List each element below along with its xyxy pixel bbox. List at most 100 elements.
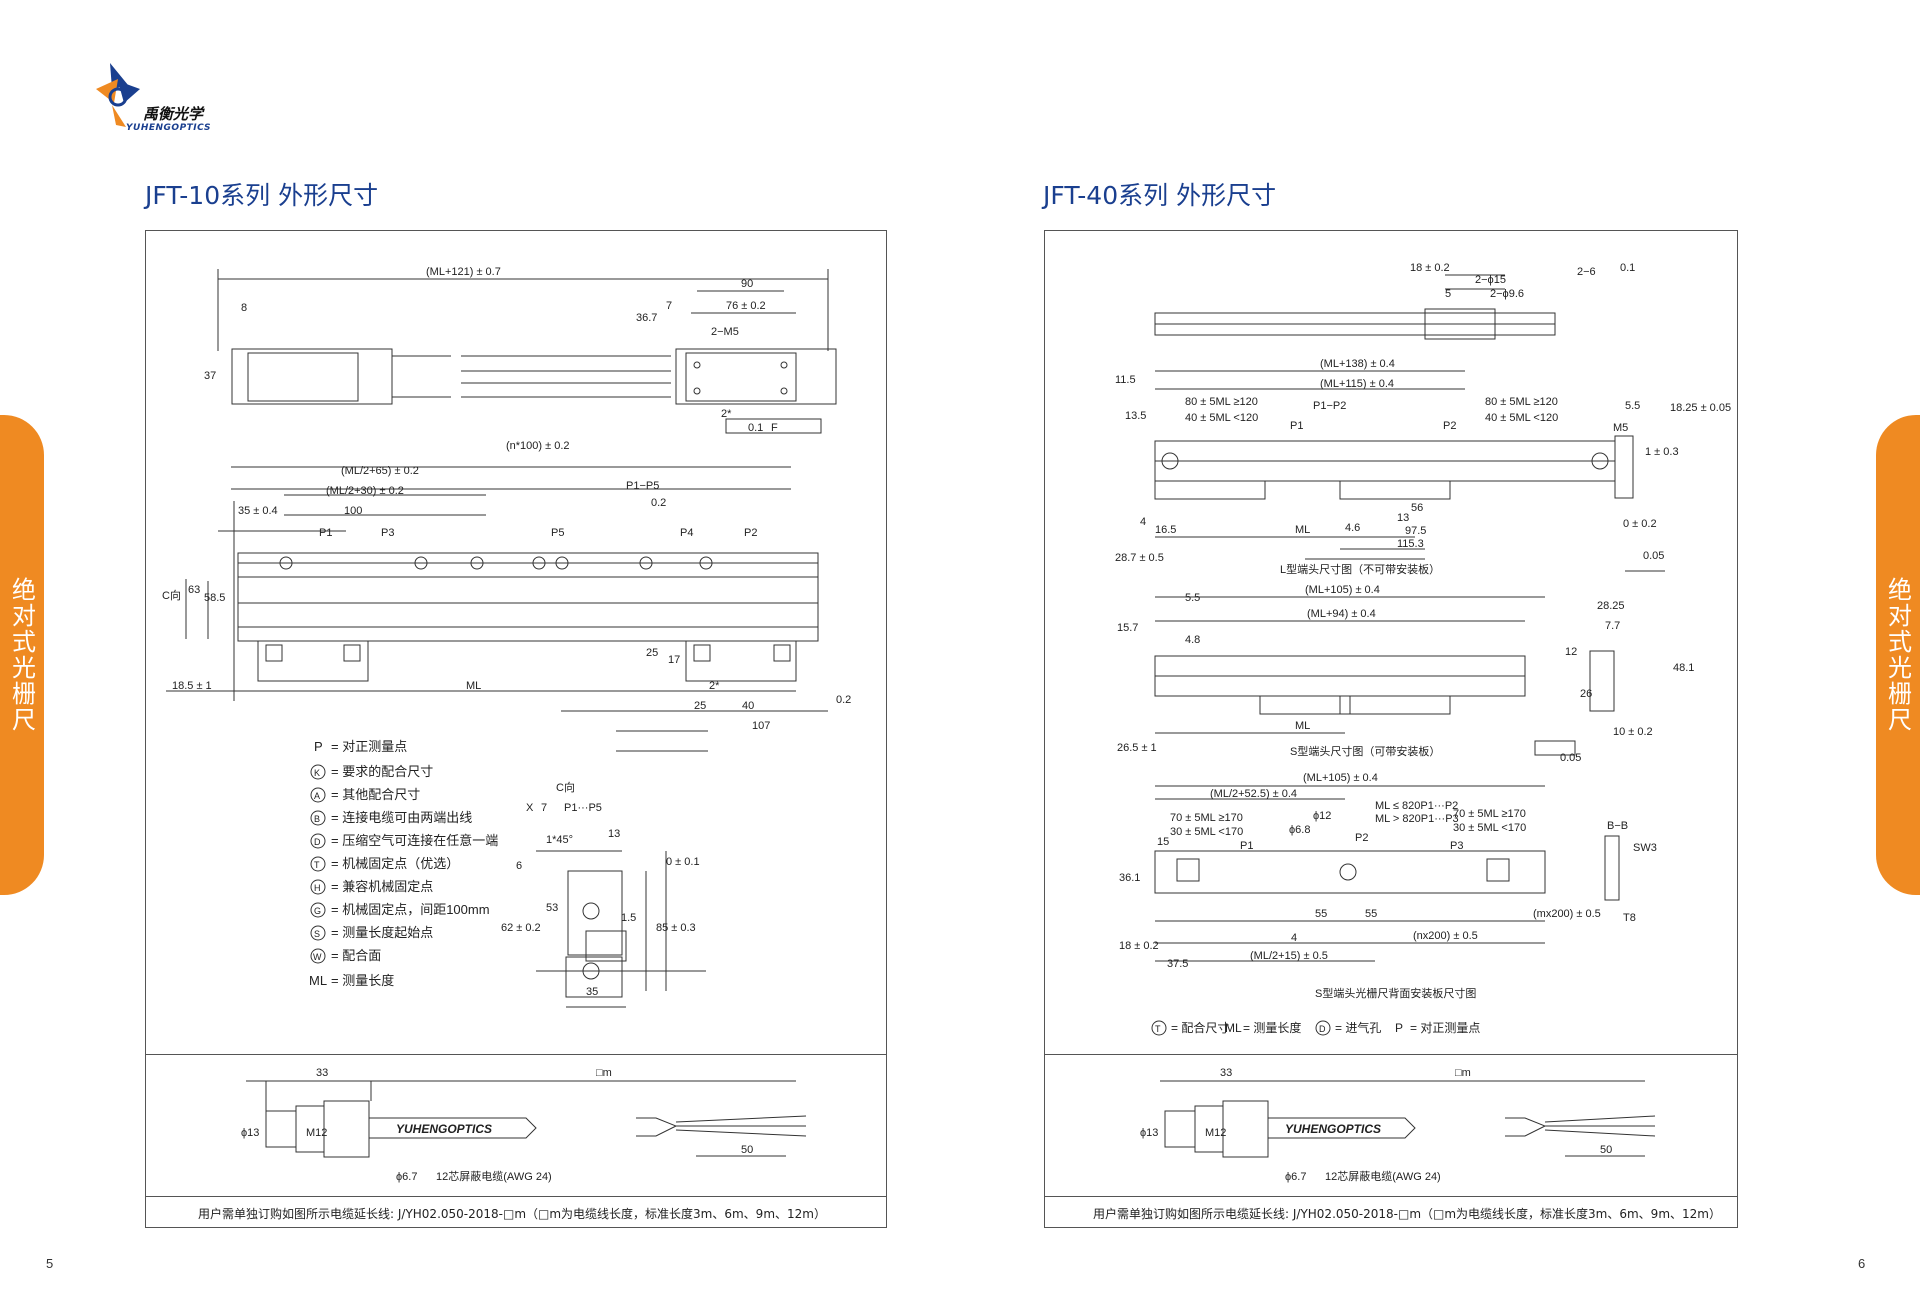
r-t8: T8 — [1623, 912, 1636, 924]
r-dim-1-03: 1 ± 0.3 — [1645, 446, 1679, 458]
svg-text:= 对正测量点: = 对正测量点 — [331, 739, 407, 754]
label-p4: P4 — [680, 527, 693, 539]
jft10-main-drawing: (ML+121) ± 0.7 8 90 76 ± 0.2 7 36.7 2−M5… — [162, 266, 851, 1008]
svg-text:ML: ML — [309, 973, 327, 988]
r-cable-phi13: ϕ13 — [1140, 1127, 1158, 1139]
r-dim-97-5: 97.5 — [1405, 525, 1426, 537]
r-dim-0-05: 0.05 — [1643, 550, 1664, 562]
svg-text:T: T — [1155, 1024, 1161, 1034]
svg-text:= 兼容机械固定点: = 兼容机械固定点 — [331, 879, 433, 894]
jft40-main-drawing: 18 ± 0.2 5 2−ϕ15 2−ϕ9.6 2−6 0.1 (ML+138)… — [1115, 262, 1731, 1036]
page-number-right: 6 — [1858, 1256, 1866, 1271]
r-p2: P2 — [1443, 420, 1456, 432]
r-dim-55b: 55 — [1365, 908, 1377, 920]
side-tab-right: 绝对式光栅尺 — [1876, 415, 1920, 895]
dim-100: 100 — [344, 505, 362, 517]
r-dim-phi15: 2−ϕ15 — [1475, 274, 1506, 286]
r-sw3: SW3 — [1633, 842, 1657, 854]
dim-62: 62 ± 0.2 — [501, 922, 541, 934]
r-tol-01: 0.1 — [1620, 262, 1635, 274]
r-dim-ml105: (ML+105) ± 0.4 — [1305, 584, 1380, 596]
r-dim-ml: ML — [1295, 524, 1310, 536]
dim-37: 37 — [204, 370, 216, 382]
dim-35: 35 ± 0.4 — [238, 505, 278, 517]
svg-text:D: D — [314, 837, 321, 847]
dim-x7: 7 — [541, 802, 547, 814]
r-phi12: ϕ12 — [1313, 810, 1331, 822]
dim-25b: 25 — [694, 700, 706, 712]
r-dim-28-7: 28.7 ± 0.5 — [1115, 552, 1164, 564]
svg-text:= 连接电缆可由两端出线: = 连接电缆可由两端出线 — [331, 810, 472, 825]
dim-ml: ML — [466, 680, 481, 692]
dim-1-5: 1.5 — [621, 912, 636, 924]
svg-text:T: T — [314, 860, 320, 870]
dim-ml2-65: (ML/2+65) ± 0.2 — [341, 465, 419, 477]
r-cap1: L型端头尺寸图（不可带安装板） — [1280, 562, 1440, 576]
dim-36-7: 36.7 — [636, 312, 657, 324]
page-number-left: 5 — [46, 1256, 54, 1271]
brand-name-cn: 禹衡光学 — [143, 105, 204, 123]
r-dim-30-170: 30 ± 5ML <170 — [1170, 826, 1243, 838]
svg-text:= 压缩空气可连接在任意一端: = 压缩空气可连接在任意一端 — [331, 833, 498, 848]
dim-63: 63 — [188, 584, 200, 596]
r-dim-ml2-15: (ML/2+15) ± 0.5 — [1250, 950, 1328, 962]
svg-text:= 机械固定点，间距100mm: = 机械固定点，间距100mm — [331, 902, 490, 917]
right-footer-note: 用户需单独订购如图所示电缆延长线: J/YH02.050-2018-□m（□m为… — [1093, 1207, 1721, 1221]
right-drawing-panel: 18 ± 0.2 5 2−ϕ15 2−ϕ9.6 2−6 0.1 (ML+138)… — [1044, 230, 1738, 1228]
dim-18-5: 18.5 ± 1 — [172, 680, 212, 692]
left-legend: P= 对正测量点 K= 要求的配合尺寸 A= 其他配合尺寸 B= 连接电缆可由两… — [309, 739, 498, 988]
svg-text:= 进气孔: = 进气孔 — [1335, 1020, 1381, 1035]
r-dim-40-120b: 40 ± 5ML <120 — [1485, 412, 1558, 424]
svg-text:A: A — [314, 791, 320, 801]
dim-40: 40 — [742, 700, 754, 712]
svg-text:= 测量长度: = 测量长度 — [1243, 1020, 1301, 1035]
r-dim-12: 12 — [1565, 646, 1577, 658]
dim-17: 17 — [668, 654, 680, 666]
svg-text:= 配合尺寸: = 配合尺寸 — [1171, 1020, 1229, 1035]
r-cable-50: 50 — [1600, 1144, 1612, 1156]
r-dim-15: 15 — [1157, 836, 1169, 848]
right-cable-divider — [1045, 1054, 1737, 1055]
dim-85: 85 ± 0.3 — [656, 922, 696, 934]
r-cable-phi67: ϕ6.7 — [1285, 1171, 1306, 1183]
svg-text:ML: ML — [1225, 1021, 1242, 1035]
svg-text:G: G — [314, 906, 321, 916]
svg-text:= 对正测量点: = 对正测量点 — [1410, 1021, 1480, 1035]
tol-01: 0.1 — [748, 422, 763, 434]
cable-m: □m — [596, 1067, 612, 1079]
dim-total: (ML+121) ± 0.7 — [426, 266, 501, 278]
r-dim-0-05b: 0.05 — [1560, 752, 1581, 764]
r-dim-18-25: 18.25 ± 0.05 — [1670, 402, 1731, 414]
cview-p: P1···P5 — [564, 802, 602, 814]
label-c-dir: C向 — [162, 588, 181, 602]
svg-text:= 配合面: = 配合面 — [331, 948, 381, 963]
svg-text:K: K — [314, 768, 320, 778]
r-dim-ml115: (ML+115) ± 0.4 — [1320, 378, 1394, 390]
r-dim-80-120b: 80 ± 5ML ≥120 — [1485, 396, 1558, 408]
r-dim-13: 13 — [1397, 512, 1409, 524]
label-p1: P1 — [319, 527, 332, 539]
r-phi6-8: ϕ6.8 — [1289, 824, 1310, 836]
r-dim-0-02: 0 ± 0.2 — [1623, 518, 1657, 530]
dim-76: 76 ± 0.2 — [726, 300, 766, 312]
left-drawing-panel: (ML+121) ± 0.7 8 90 76 ± 0.2 7 36.7 2−M5… — [145, 230, 887, 1228]
cable-33: 33 — [316, 1067, 328, 1079]
right-footer-divider — [1045, 1196, 1737, 1197]
svg-text:= 要求的配合尺寸: = 要求的配合尺寸 — [331, 764, 433, 779]
r-p1-p2: P1−P2 — [1313, 400, 1346, 412]
r-dim-4-6: 4.6 — [1345, 522, 1360, 534]
r-cable-m12: M12 — [1205, 1127, 1226, 1139]
r-dim-55a: 55 — [1315, 908, 1327, 920]
left-cable-divider — [146, 1054, 886, 1055]
dim-6: 6 — [516, 860, 522, 872]
brand-logo: 禹衡光学 YUHENGOPTICS — [88, 55, 238, 135]
dim-25: 25 — [646, 647, 658, 659]
dim-ml2-30: (ML/2+30) ± 0.2 — [326, 485, 404, 497]
r-bb: B−B — [1607, 820, 1628, 832]
r-dim-36-1: 36.1 — [1119, 872, 1140, 884]
label-p1-p5: P1−P5 — [626, 480, 659, 492]
r-dim-4: 4 — [1140, 516, 1146, 528]
r-dim-5-5: 5.5 — [1625, 400, 1640, 412]
r-dim-56: 56 — [1411, 502, 1423, 514]
r-ml820-3: ML > 820P1···P3 — [1375, 813, 1459, 825]
